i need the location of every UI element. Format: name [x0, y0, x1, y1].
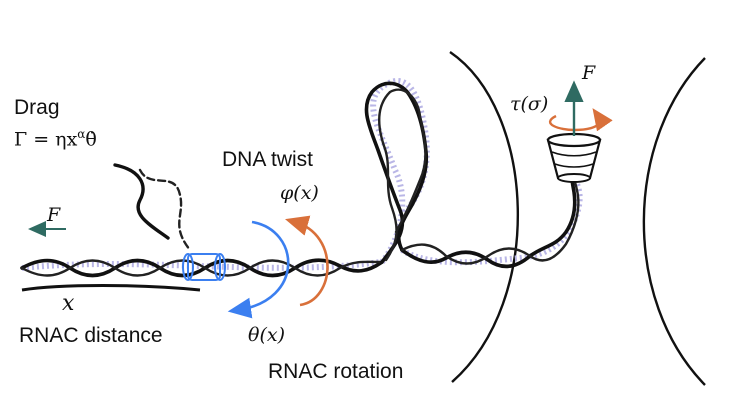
theta-label: θ(x)	[248, 324, 285, 346]
rnac-rotation-arrow	[227, 220, 290, 319]
rnac-distance-label: RNAC distance	[19, 324, 163, 347]
drag-label: Drag	[14, 96, 60, 119]
dna-twist-arrow	[285, 215, 329, 307]
force-right-label: F	[582, 62, 596, 84]
dna-helix-loop	[364, 78, 430, 264]
dna-helix-right	[400, 176, 583, 269]
drag-equation-tail: θ̇	[85, 128, 97, 151]
polymerase-cylinder	[182, 253, 226, 281]
rnac-distance-brace	[21, 284, 201, 292]
drag-equation: Γ = ηxαθ̇	[14, 127, 97, 150]
tau-label: τ(σ)	[510, 93, 549, 115]
force-left-label: F	[47, 204, 61, 226]
phi-label: φ(x)	[280, 182, 319, 204]
rna-strand-short	[138, 168, 192, 252]
dna-twist-label: DNA twist	[222, 148, 314, 171]
drag-equation-exponent: α	[77, 127, 86, 141]
rnac-rotation-label: RNAC rotation	[268, 360, 404, 383]
drag-equation-main: Γ = ηx	[14, 128, 78, 151]
boundary-arc-right	[642, 57, 706, 386]
rna-strand-long	[113, 163, 170, 240]
boundary-arc-left	[449, 51, 520, 383]
x-variable-label: x	[62, 291, 75, 316]
tweezer-bead	[546, 132, 602, 183]
